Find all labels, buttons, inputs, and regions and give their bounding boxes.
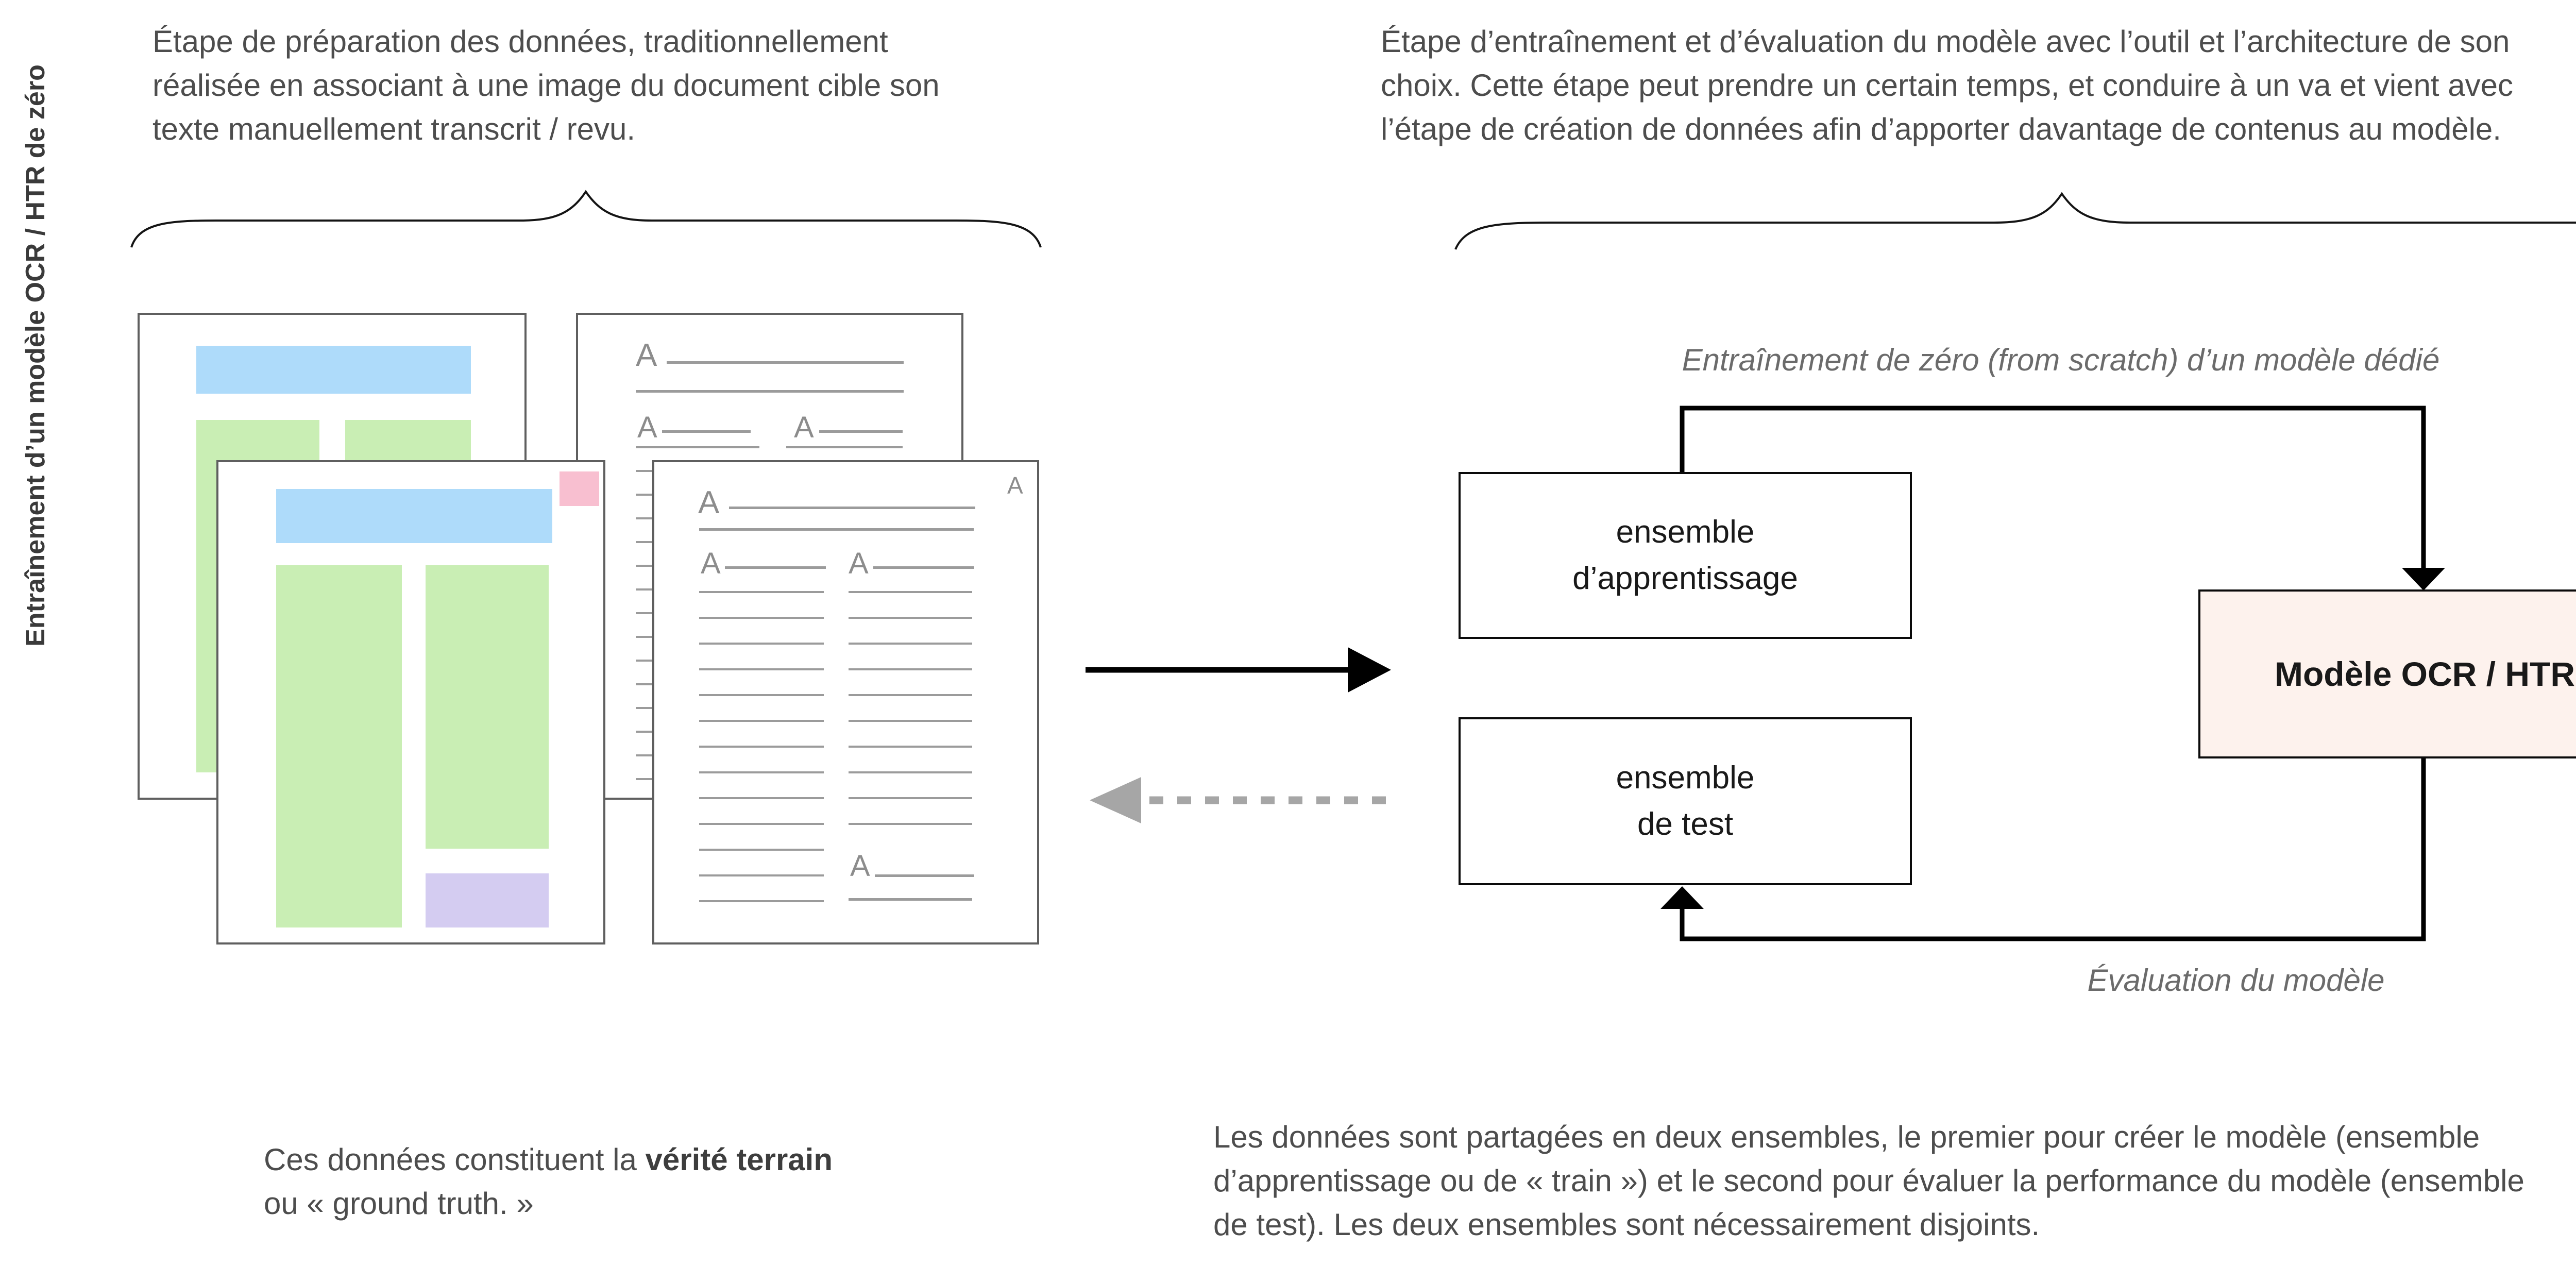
text-line-rule (725, 566, 826, 569)
evaluation-label: Évaluation du modèle (2087, 963, 2385, 998)
ocr-model-label: Modèle OCR / HTR (2274, 655, 2575, 693)
ocr-model-box: Modèle OCR / HTR (2198, 589, 2576, 758)
split-line-3: de test). Les deux ensembles sont nécess… (1213, 1207, 2040, 1242)
test-set-label-line2: de test (1637, 806, 1734, 842)
caption-bold-text: vérité terrain (645, 1142, 833, 1177)
text-line-rule (875, 874, 974, 877)
training-set-box: ensemble d’apprentissage (1459, 472, 1912, 639)
text-line-rule (729, 507, 975, 509)
data-to-training-arrowhead-icon (1348, 647, 1391, 693)
text-column-block (426, 565, 549, 849)
text-line-rule (819, 430, 903, 433)
letter-a-glyph: A (636, 338, 657, 373)
section-title-vertical: Entraînement d’un modèle OCR / HTR de zé… (7, 62, 64, 649)
text-line-rule (667, 361, 904, 364)
ground-truth-line-2: ou « ground truth. » (264, 1186, 534, 1221)
center-curly-brace-icon (1454, 192, 2576, 250)
letter-a-glyph: A (637, 411, 657, 444)
training-flow-arrowhead-icon (2402, 568, 2445, 591)
image-block (196, 346, 471, 394)
ground-truth-line-1: Ces données constituent la vérité terrai… (264, 1138, 833, 1182)
stamp-block (560, 471, 599, 506)
caption-text: Ces données constituent la (264, 1142, 646, 1177)
test-set-label-line1: ensemble (1616, 760, 1755, 796)
step1-line-1: Étape de préparation des données, tradit… (152, 24, 888, 59)
split-line-1: Les données sont partagées en deux ensem… (1213, 1120, 2480, 1154)
test-set-box: ensemble de test (1459, 717, 1912, 885)
split-caption: Les données sont partagées en deux ensem… (1213, 1115, 2524, 1246)
footnote-block (426, 873, 549, 927)
step1-line-2: réalisée en associant à une image du doc… (152, 68, 940, 103)
letter-a-glyph: A (850, 849, 870, 883)
text-lines-column (849, 591, 972, 825)
text-column-block (276, 565, 402, 927)
evaluation-flow-arrowhead-icon (1660, 886, 1704, 909)
text-line-rule (849, 898, 972, 901)
image-block (276, 489, 552, 543)
feedback-dashed-arrowhead-icon (1090, 777, 1141, 823)
training-set-label-line2: d’apprentissage (1572, 561, 1798, 596)
ground-truth-caption: Ces données constituent la vérité terrai… (264, 1138, 833, 1225)
text-line-rule (873, 566, 974, 569)
step2-line-3: l’étape de création de données afin d’ap… (1381, 112, 2501, 146)
letter-a-glyph: A (794, 411, 814, 444)
text-line-rule (662, 430, 751, 433)
sample-page-text-front: A A A A A (652, 460, 1039, 944)
split-line-2: d’apprentissage ou de « train ») et le s… (1213, 1163, 2524, 1198)
text-lines-column (699, 591, 824, 902)
section-title-text: Entraînement d’un modèle OCR / HTR de zé… (21, 64, 50, 647)
text-line-rule (699, 528, 974, 531)
letter-a-glyph: A (1007, 472, 1023, 499)
training-set-label-line1: ensemble (1616, 514, 1755, 550)
step1-line-3: texte manuellement transcrit / revu. (152, 112, 636, 146)
text-line-rule (636, 390, 904, 393)
letter-a-glyph: A (698, 485, 720, 520)
step2-line-2: choix. Cette étape peut prendre un certa… (1381, 68, 2513, 103)
letter-a-glyph: A (849, 547, 869, 580)
left-curly-brace-icon (130, 190, 1042, 248)
step2-line-1: Étape d’entraînement et d’évaluation du … (1381, 24, 2510, 59)
scratch-training-label: Entraînement de zéro (from scratch) d’un… (1682, 343, 2440, 377)
letter-a-glyph: A (701, 547, 721, 580)
step2-description: Étape d’entraînement et d’évaluation du … (1381, 20, 2513, 151)
step1-description: Étape de préparation des données, tradit… (152, 20, 940, 151)
sample-page-layout-front (216, 460, 605, 944)
